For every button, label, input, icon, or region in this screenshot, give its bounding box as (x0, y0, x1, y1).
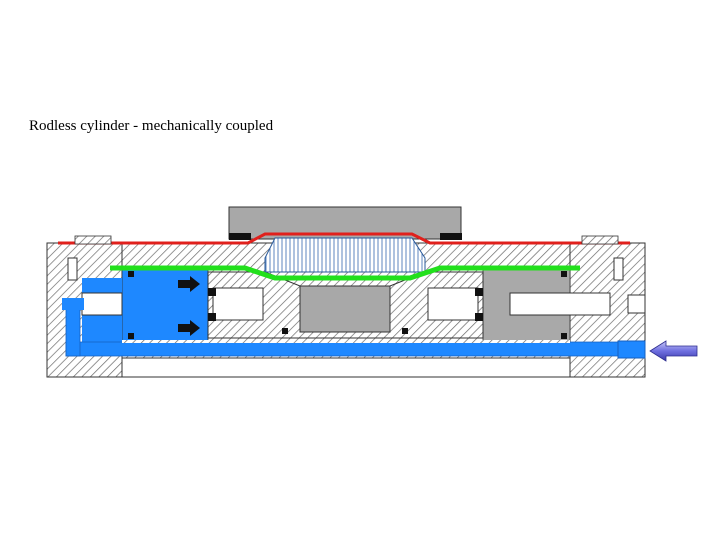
seal-markers (128, 271, 567, 339)
slide-title: Rodless cylinder - mechanically coupled (29, 118, 274, 134)
piston (207, 271, 484, 339)
arrow-right-icon (178, 276, 200, 292)
body-bottom-hatch (122, 340, 570, 343)
cushion-port-right (627, 294, 646, 314)
supply-inlet-fitting (617, 340, 646, 359)
supply-channel-elbow (62, 298, 84, 310)
band-clamp-right (581, 235, 619, 245)
cushion-spigot-right (509, 292, 611, 316)
cushion-screw-left (67, 257, 78, 281)
inner-sealing-band (110, 265, 580, 281)
band-clamp-left (74, 235, 112, 245)
carriage-seal-left (229, 233, 251, 240)
arrow-right-icon (178, 320, 200, 336)
body-bottom-strip (121, 357, 571, 378)
cushion-spigot-left (81, 292, 123, 316)
supply-channel (65, 341, 621, 357)
cushion-screw-right (613, 257, 624, 281)
carriage-seal-right (440, 233, 462, 240)
outer-sealing-band (58, 232, 630, 245)
arrow-left-icon (649, 340, 698, 362)
coupling-yoke (264, 237, 426, 273)
